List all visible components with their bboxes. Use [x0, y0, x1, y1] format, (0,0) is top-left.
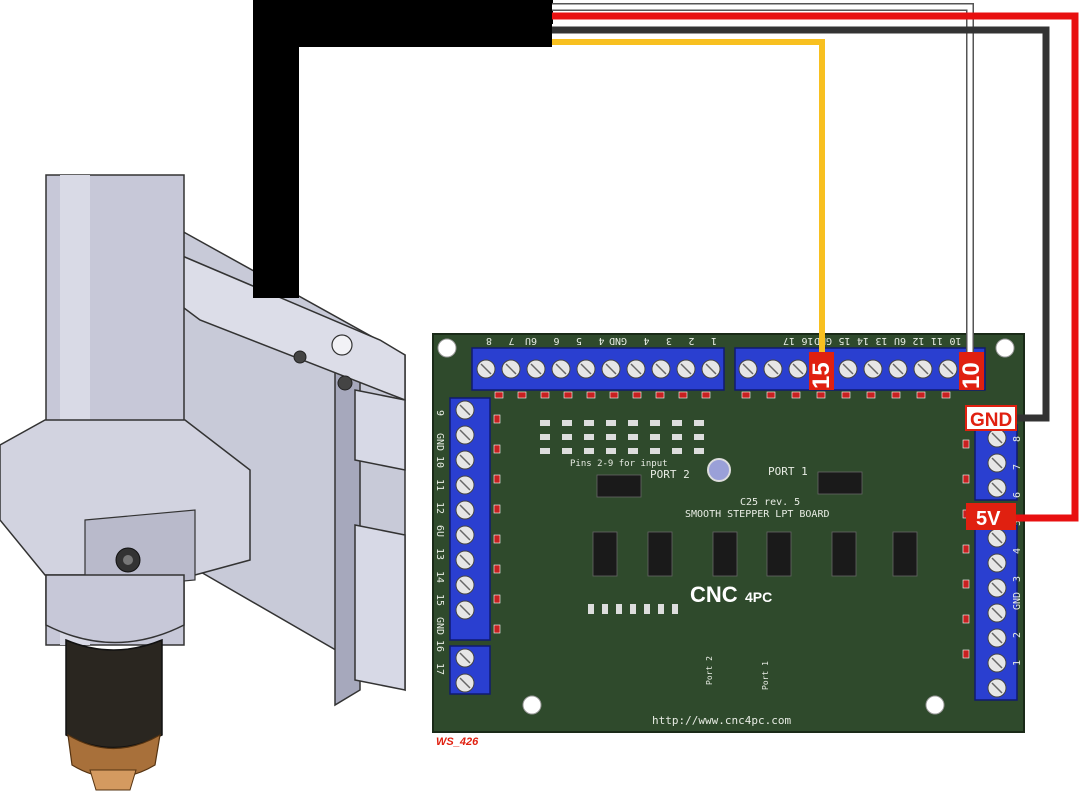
pin-label: GND — [434, 617, 445, 635]
pin-label: 16 — [434, 640, 445, 652]
pin-label: 4 — [643, 335, 649, 346]
pin-label: 6 — [553, 335, 559, 346]
pin-label: 2 — [688, 335, 694, 346]
label-5v: 5V — [966, 503, 1016, 530]
torch-head — [65, 638, 163, 749]
port2-note: Pins 2-9 for input — [570, 459, 668, 469]
pin-label: 15 — [838, 335, 850, 346]
brand-main: CNC — [690, 582, 738, 607]
brand-sub: 4PC — [745, 589, 772, 605]
pin-label: GND — [1012, 592, 1023, 610]
smooth-stepper-board: Pins 2-9 for input PORT 2 PORT 1 C25 rev… — [432, 333, 1025, 733]
pin-label: 11 — [434, 479, 445, 491]
pin-label: 13 — [434, 548, 445, 560]
pin-label: 4 — [598, 335, 604, 346]
pin-label: 5 — [576, 335, 582, 346]
svg-text:GND: GND — [970, 410, 1012, 431]
pin-label: GND — [609, 335, 627, 346]
pin-label: 1 — [711, 335, 717, 346]
label-pin-10: 10 — [958, 352, 985, 390]
pin-label: 13 — [875, 335, 887, 346]
pin-label: 1 — [1012, 660, 1023, 666]
torch-holder-assembly — [0, 174, 406, 791]
pin-label: 4 — [1012, 548, 1023, 554]
port1-small-label: Port 1 — [761, 661, 770, 690]
pin-label: 2 — [1012, 632, 1023, 638]
wire-black — [552, 26, 1050, 422]
terminal-block-top-right — [734, 347, 986, 391]
pin-label: 10 — [949, 335, 961, 346]
pin-label: 8 — [486, 335, 492, 346]
wire-white — [552, 3, 974, 352]
pin-label: 12 — [434, 502, 445, 514]
status-leds — [493, 391, 970, 659]
port1-label: PORT 1 — [768, 465, 808, 478]
top-left-pin-labels: 8 7 6U 6 5 4 GND 4 3 2 1 — [486, 335, 717, 346]
pin-label: 17 — [783, 335, 795, 346]
pin-label: 6 — [1012, 492, 1023, 498]
wire-red — [552, 12, 1079, 522]
capacitor — [707, 458, 731, 482]
wires — [552, 3, 1079, 522]
pin-label: 6U — [894, 335, 906, 346]
port2-small-label: Port 2 — [705, 656, 714, 685]
pin-label: 11 — [931, 335, 943, 346]
board-name: SMOOTH STEPPER LPT BOARD — [685, 509, 830, 520]
pin-label: 10 — [434, 456, 445, 468]
slide-rail-bottom — [354, 524, 406, 691]
pin-label: 15 — [434, 594, 445, 606]
terminal-block-left — [449, 397, 491, 695]
pin-label: 6U — [525, 335, 537, 346]
wire-yellow — [552, 39, 825, 352]
terminal-block-top-left — [471, 347, 725, 391]
pin-label: GND — [434, 433, 445, 451]
pin-label: 3 — [666, 335, 672, 346]
slide-rail-top — [354, 389, 406, 471]
figure-id: WS_426 — [436, 736, 479, 748]
svg-text:10: 10 — [958, 362, 985, 389]
terminal-block-right — [974, 424, 1018, 701]
pin-label: 14 — [434, 571, 445, 583]
pin-label: 8 — [1012, 436, 1023, 442]
pin-label: 7 — [1012, 464, 1023, 470]
board-url: http://www.cnc4pc.com — [652, 714, 791, 727]
svg-text:15: 15 — [808, 362, 835, 389]
pin-label: 12 — [912, 335, 924, 346]
pin-label: 7 — [508, 335, 514, 346]
pin-label: 6U — [434, 525, 445, 537]
svg-text:5V: 5V — [976, 508, 1001, 530]
pin-label: 3 — [1012, 576, 1023, 582]
label-pin-15: 15 — [808, 352, 835, 390]
ic-chips — [592, 471, 918, 577]
torch-cable — [253, 1, 552, 298]
board-model: C25 rev. 5 — [740, 497, 800, 508]
pin-label: 17 — [434, 663, 445, 675]
pin-label: 9 — [434, 410, 445, 416]
pin-label: 5 — [1012, 520, 1023, 526]
pin-label: 16 — [801, 335, 813, 346]
label-gnd: GND — [965, 405, 1017, 431]
pin-label: 14 — [857, 335, 869, 346]
port2-label: PORT 2 — [650, 468, 690, 481]
